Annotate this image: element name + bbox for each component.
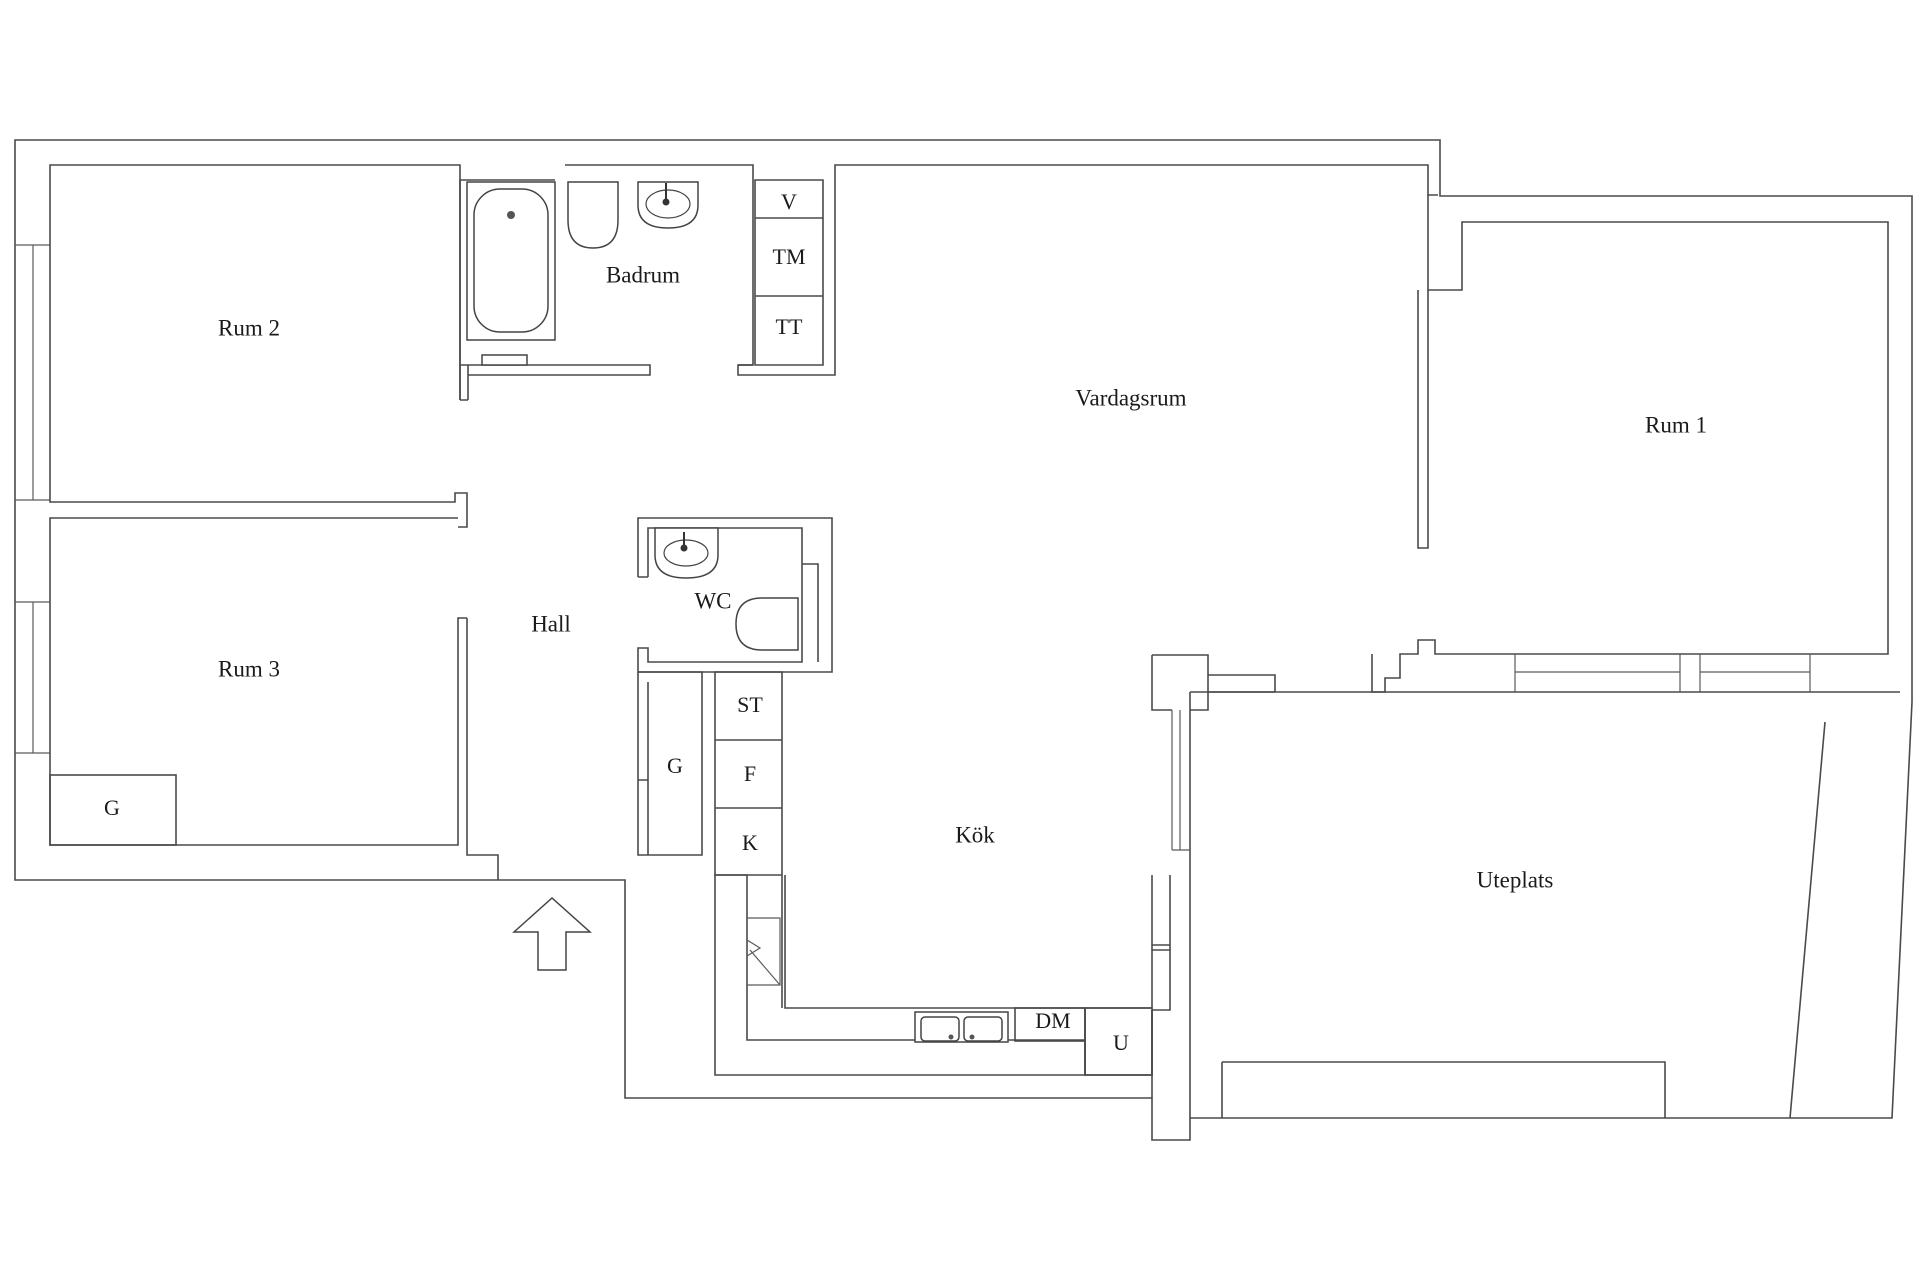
label-f: F	[744, 761, 756, 786]
wc-walls	[637, 517, 833, 673]
label-uteplats: Uteplats	[1477, 867, 1554, 892]
toilet-wc	[735, 597, 799, 651]
bathtub	[466, 181, 556, 341]
badrum-walls	[459, 164, 1438, 400]
sink-badrum	[637, 181, 699, 229]
appliance-column	[714, 671, 783, 1008]
hall-storage	[637, 671, 703, 856]
label-tm: TM	[773, 244, 806, 269]
label-kok: Kök	[955, 822, 995, 847]
rum3-walls	[49, 517, 467, 846]
vtm-column	[754, 179, 824, 366]
window-rum2	[15, 244, 50, 501]
label-rum1: Rum 1	[1645, 412, 1707, 437]
label-v: V	[781, 189, 797, 214]
label-dm: DM	[1035, 1008, 1070, 1033]
label-rum3: Rum 3	[218, 656, 280, 681]
label-vardagsrum: Vardagsrum	[1075, 385, 1186, 410]
label-wc: WC	[694, 588, 731, 613]
label-k: K	[742, 830, 758, 855]
entrance-arrow	[512, 896, 592, 971]
balcony-door	[1151, 654, 1276, 711]
toilet-badrum	[567, 181, 619, 249]
floor-drain	[481, 354, 528, 366]
label-tt: TT	[776, 314, 803, 339]
uteplats-walls	[1189, 691, 1900, 1119]
rum1-walls	[1371, 195, 1889, 693]
rum2-walls	[49, 164, 468, 528]
label-u: U	[1113, 1030, 1129, 1055]
sink-wc	[654, 527, 719, 579]
labels: Rum 2 Rum 3 Rum 1 Badrum Vardagsrum Hall…	[104, 189, 1707, 1055]
label-rum2: Rum 2	[218, 315, 280, 340]
outer-wall	[14, 139, 1913, 1141]
kok-window	[1171, 710, 1190, 851]
window-rum3	[15, 601, 50, 754]
u-box	[1084, 1007, 1153, 1076]
kitchen-vent	[746, 917, 781, 986]
label-g-hall: G	[667, 753, 683, 778]
fixtures	[49, 181, 1153, 1076]
walls	[14, 139, 1913, 1141]
label-hall: Hall	[531, 611, 571, 636]
rum3-storage	[49, 774, 177, 846]
window-rum1	[1514, 654, 1811, 692]
label-badrum: Badrum	[606, 262, 680, 287]
kitchen-walls	[714, 874, 1086, 1076]
kitchen-upper-wall	[1151, 875, 1171, 950]
label-st: ST	[737, 692, 763, 717]
kitchen-sink	[914, 1011, 1009, 1043]
label-g-rum3: G	[104, 795, 120, 820]
vardagsrum-rum1-wall	[1417, 290, 1429, 549]
hall-wall	[466, 618, 499, 880]
